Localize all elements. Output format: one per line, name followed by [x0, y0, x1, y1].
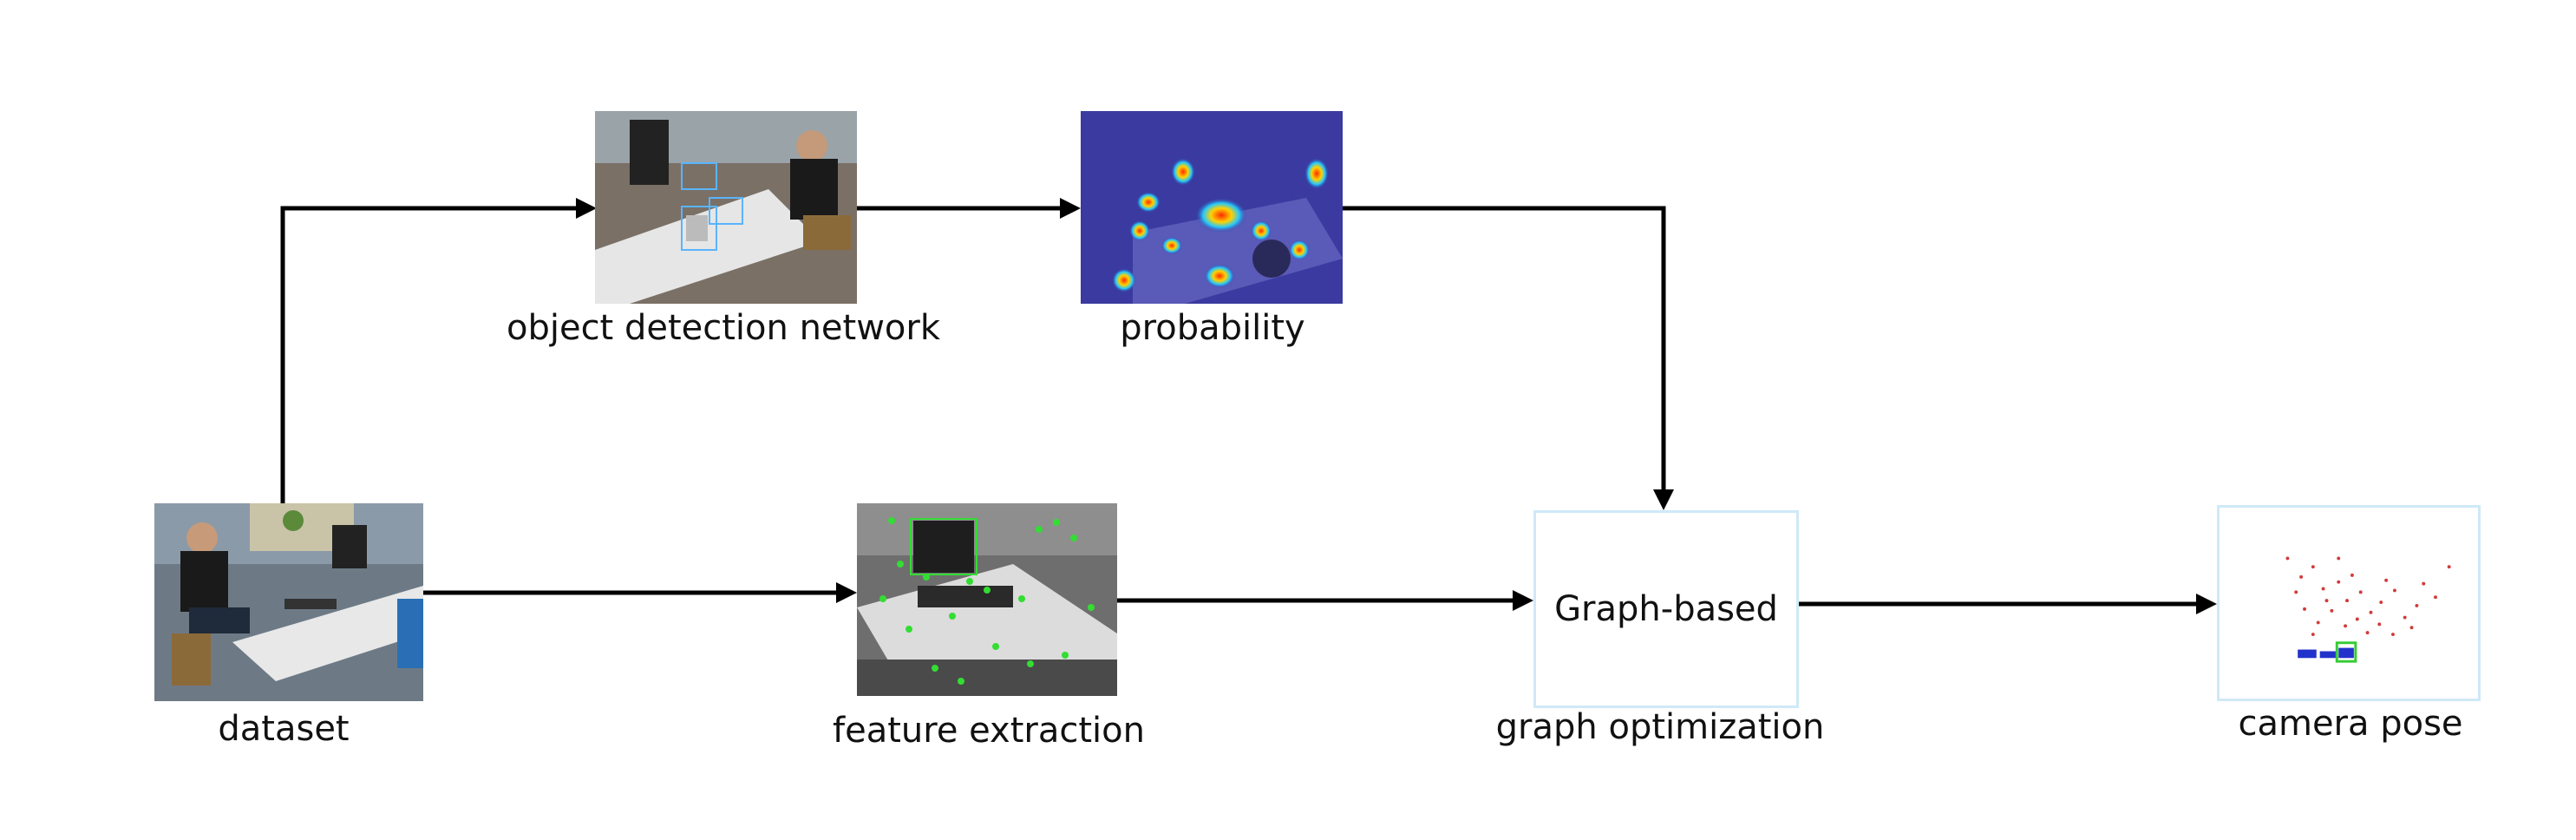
probability-label: probability [1120, 308, 1305, 348]
graph-based-text: Graph-based [1554, 589, 1778, 629]
camera-pose-label: camera pose [2238, 704, 2463, 744]
feature-extraction-image [857, 503, 1117, 696]
camera-pose-box [2217, 505, 2481, 701]
arrowhead-graph-top [1653, 489, 1674, 510]
arrow-dataset-to-detection [280, 206, 579, 503]
graph-optimization-label: graph optimization [1495, 707, 1825, 747]
camera-pose-plot [2285, 556, 2451, 663]
feature-extraction-label: feature extraction [833, 711, 1145, 751]
graph-based-box: Graph-based [1533, 510, 1799, 708]
dataset-label: dataset [218, 709, 350, 749]
dataset-image [154, 503, 423, 701]
arrowhead-features [836, 582, 857, 603]
object-detection-label: object detection network [506, 308, 941, 348]
arrow-probability-to-graph [1343, 206, 1666, 491]
arrowhead-detection [576, 198, 597, 219]
arrowhead-probability [1060, 198, 1081, 219]
object-detection-image [595, 111, 857, 304]
arrowhead-pose [2196, 594, 2217, 614]
arrowhead-graph-left [1513, 590, 1533, 611]
probability-heatmap-image [1081, 111, 1343, 304]
